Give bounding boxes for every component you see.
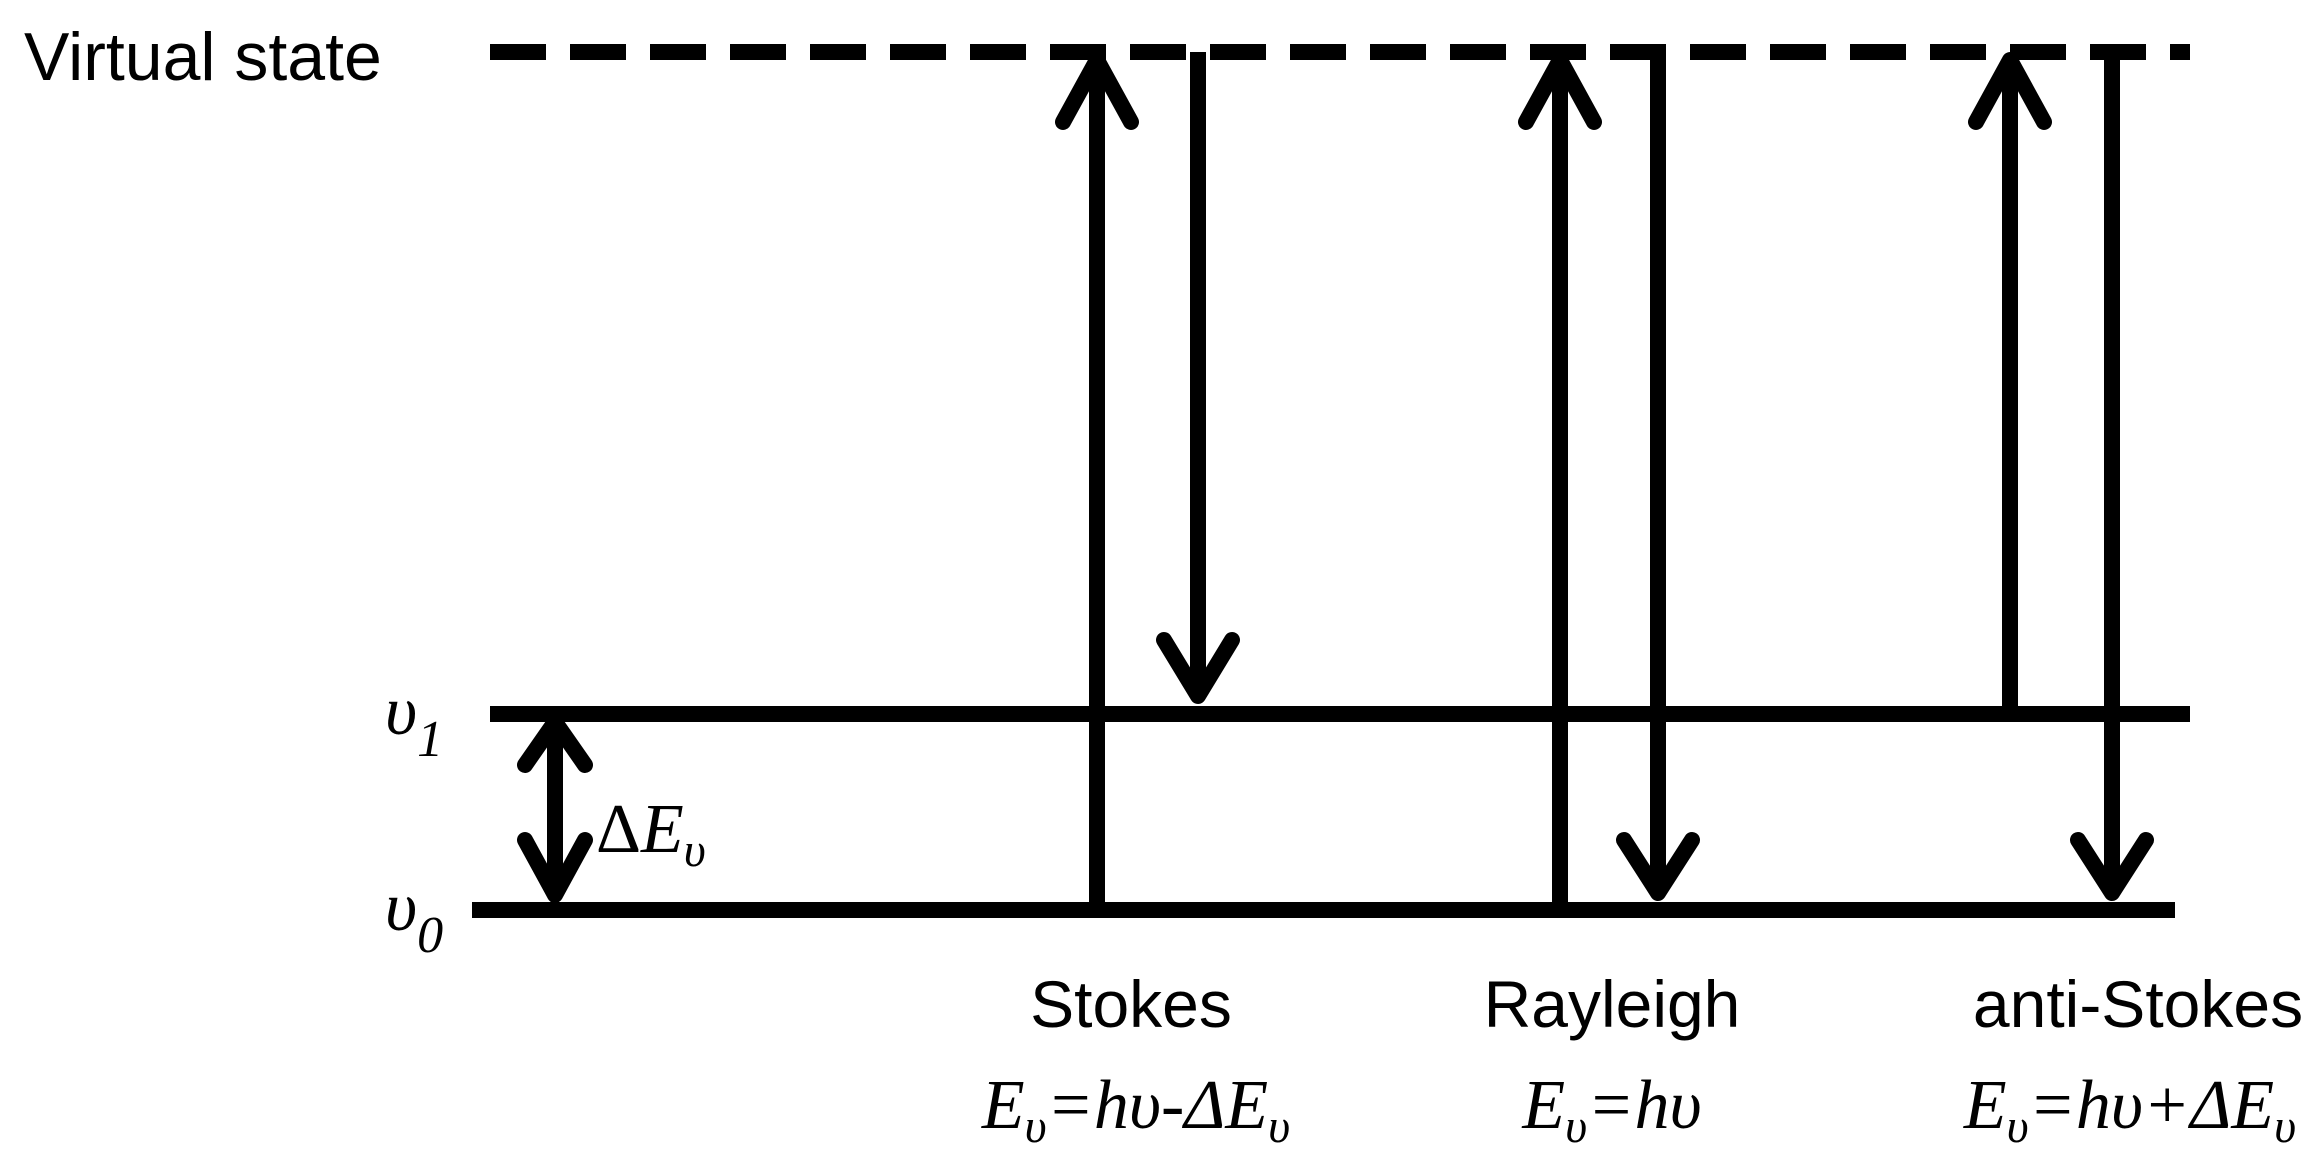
delta-e-symbol: E (640, 791, 684, 868)
anti-stokes-eq-e2: E (2230, 1067, 2274, 1144)
anti-stokes-eq-e: E (1963, 1067, 2007, 1144)
delta-e-subscript: υ (684, 824, 706, 877)
rayleigh-eq-rhs: =hυ (1587, 1067, 1701, 1144)
v0-level-subscript: 0 (417, 907, 443, 964)
rayleigh-eq-sub: υ (1565, 1100, 1587, 1153)
anti-stokes-emission-arrow (2070, 52, 2154, 901)
stokes-label: Stokes (1030, 967, 1232, 1041)
rayleigh-emission-arrow (1616, 52, 1700, 901)
stokes-eq-sub2: υ (1268, 1100, 1290, 1153)
rayleigh-label: Rayleigh (1484, 967, 1741, 1041)
stokes-equation: Eυ=hυ-ΔEυ (981, 1067, 1290, 1153)
anti-stokes-eq-rhs: =hυ+Δ (2029, 1067, 2232, 1144)
v1-level-subscript: 1 (417, 711, 443, 768)
stokes-eq-e2: E (1224, 1067, 1268, 1144)
anti-stokes-eq-sub: υ (2007, 1100, 2029, 1153)
v1-level-label: υ1 (385, 673, 443, 768)
rayleigh-excitation-arrow (1518, 52, 1602, 910)
v0-level-symbol: υ (385, 869, 417, 946)
delta-e-prefix: Δ (596, 791, 641, 868)
anti-stokes-label: anti-Stokes (1973, 967, 2303, 1041)
stokes-excitation-arrow (1055, 52, 1139, 910)
v0-level-label: υ0 (385, 869, 443, 964)
anti-stokes-excitation-arrow (1968, 52, 2052, 714)
delta-e-label: ΔEυ (596, 791, 706, 877)
stokes-eq-rhs: =hυ-Δ (1047, 1067, 1226, 1144)
anti-stokes-eq-sub2: υ (2274, 1100, 2296, 1153)
stokes-emission-arrow (1156, 52, 1240, 704)
anti-stokes-equation: Eυ=hυ+ΔEυ (1963, 1067, 2296, 1153)
stokes-eq-e: E (981, 1067, 1025, 1144)
v1-level-symbol: υ (385, 673, 417, 750)
delta-e-double-arrow (517, 714, 593, 903)
rayleigh-eq-e: E (1521, 1067, 1565, 1144)
virtual-state-label: Virtual state (24, 19, 382, 95)
stokes-eq-sub: υ (1025, 1100, 1047, 1153)
rayleigh-equation: Eυ=hυ (1521, 1067, 1701, 1153)
